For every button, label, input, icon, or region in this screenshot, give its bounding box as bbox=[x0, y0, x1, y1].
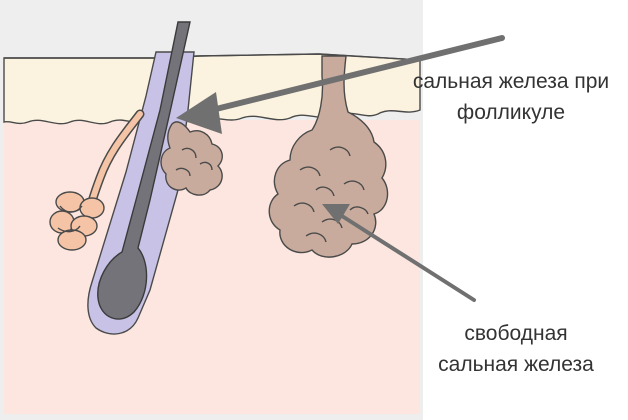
free-gland-label: свободная сальная железа bbox=[426, 318, 606, 380]
skin-surface-line bbox=[4, 53, 421, 61]
free-gland-label-line1: свободная bbox=[464, 322, 568, 345]
arrow-to-follicle-gland bbox=[176, 35, 505, 134]
sweat-gland-coil bbox=[49, 191, 105, 251]
follicle-sebaceous-gland bbox=[160, 121, 223, 196]
follicle-gland-label-line2: фолликуле bbox=[456, 101, 566, 124]
free-sebaceous-gland bbox=[268, 55, 389, 258]
hair-shaft bbox=[97, 21, 191, 320]
free-gland-label-line2: сальная железа bbox=[438, 353, 594, 376]
follicle-gland-label: сальная железа при фолликуле bbox=[400, 66, 622, 128]
arrow-to-free-gland bbox=[322, 204, 476, 302]
follicle-gland-label-line1: сальная железа при bbox=[412, 70, 610, 93]
